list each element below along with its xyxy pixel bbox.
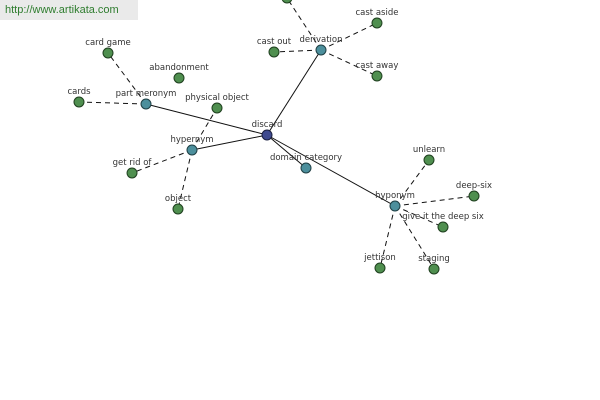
edge-discard-to-part-meronym bbox=[145, 103, 268, 136]
leaf-node-object[interactable] bbox=[172, 203, 184, 215]
edge-hypernym-to-object bbox=[177, 149, 193, 210]
leaf-label-deep-six: deep-six bbox=[456, 181, 492, 191]
leaf-node-get-rid-of[interactable] bbox=[126, 167, 138, 179]
relation-label-part-meronym: part meronym bbox=[116, 89, 177, 99]
leaf-node-jettison[interactable] bbox=[374, 262, 386, 274]
leaf-label-get-rid-of: get rid of bbox=[113, 158, 153, 168]
graph-labels: cast out cast aside cast away derivation car… bbox=[67, 8, 492, 264]
leaf-label-physical-object: physical object bbox=[185, 93, 249, 103]
edge-hyponym-to-jettison bbox=[379, 205, 396, 269]
relation-node-part-meronym[interactable] bbox=[140, 98, 152, 110]
leaf-label-cast-out: cast out bbox=[257, 37, 292, 47]
leaf-label-staging: staging bbox=[418, 254, 450, 264]
edge-hyponym-to-staging bbox=[394, 205, 435, 270]
relation-node-hypernym[interactable] bbox=[186, 144, 198, 156]
relation-label-domain-category: domain category bbox=[270, 153, 342, 163]
relation-label-hypernym: hypernym bbox=[170, 135, 213, 145]
edge-discard-to-hyponym bbox=[266, 134, 396, 207]
leaf-label-give-it-the-deep-six: give it the deep six bbox=[402, 212, 484, 222]
leaf-label-card-game: card game bbox=[85, 38, 130, 48]
edge-hypernym-to-get-rid-of bbox=[131, 149, 193, 174]
edge-discard-to-hypernym bbox=[191, 134, 268, 151]
leaf-node-abandonment[interactable] bbox=[173, 72, 185, 84]
center-label-discard: discard bbox=[252, 120, 283, 130]
leaf-node-physical-object[interactable] bbox=[211, 102, 223, 114]
leaf-node-cast-aside[interactable] bbox=[371, 17, 383, 29]
leaf-label-cast-away: cast away bbox=[356, 61, 399, 71]
leaf-node-give-it-the-deep-six[interactable] bbox=[437, 221, 449, 233]
edge-derivation-to-cast-out bbox=[273, 49, 322, 53]
leaf-node-cast-out[interactable] bbox=[268, 46, 280, 58]
graph-edges bbox=[78, 0, 475, 270]
edge-derivation-to-cast-away bbox=[320, 49, 378, 77]
leaf-label-cards: cards bbox=[67, 87, 91, 97]
leaf-node-unlearn[interactable] bbox=[423, 154, 435, 166]
leaf-label-object: object bbox=[165, 194, 192, 204]
relation-label-derivation: derivation bbox=[299, 35, 342, 45]
leaf-label-jettison: jettison bbox=[363, 253, 396, 263]
leaf-label-unlearn: unlearn bbox=[413, 145, 445, 155]
leaf-node-card-game[interactable] bbox=[102, 47, 114, 59]
edge-hyponym-to-unlearn bbox=[394, 159, 430, 207]
graph-nodes bbox=[73, 0, 480, 275]
leaf-label-abandonment: abandonment bbox=[149, 63, 209, 73]
edge-discard-to-derivation bbox=[266, 49, 322, 136]
relation-node-derivation[interactable] bbox=[315, 44, 327, 56]
leaf-node-staging[interactable] bbox=[428, 263, 440, 275]
edge-derivation-to-cast-aside bbox=[320, 22, 378, 51]
source-url-banner[interactable]: http://www.artikata.com bbox=[0, 0, 138, 20]
edge-part-meronym-to-card-game bbox=[107, 52, 147, 105]
edge-derivation-to-unlabeled bbox=[287, 0, 322, 51]
edge-hyponym-to-deep-six bbox=[394, 195, 475, 207]
leaf-label-cast-aside: cast aside bbox=[356, 8, 399, 18]
edge-hypernym-to-physical-object bbox=[191, 107, 218, 151]
leaf-node-cast-away[interactable] bbox=[371, 70, 383, 82]
leaf-node-unlabeled[interactable] bbox=[281, 0, 293, 4]
relation-node-hyponym[interactable] bbox=[389, 200, 401, 212]
center-node-discard[interactable] bbox=[261, 129, 273, 141]
relation-label-hyponym: hyponym bbox=[375, 191, 415, 201]
leaf-node-cards[interactable] bbox=[73, 96, 85, 108]
leaf-node-deep-six[interactable] bbox=[468, 190, 480, 202]
edge-part-meronym-to-cards bbox=[78, 101, 147, 105]
relation-node-domain-category[interactable] bbox=[300, 162, 312, 174]
edge-discard-to-domain-category bbox=[266, 134, 307, 169]
